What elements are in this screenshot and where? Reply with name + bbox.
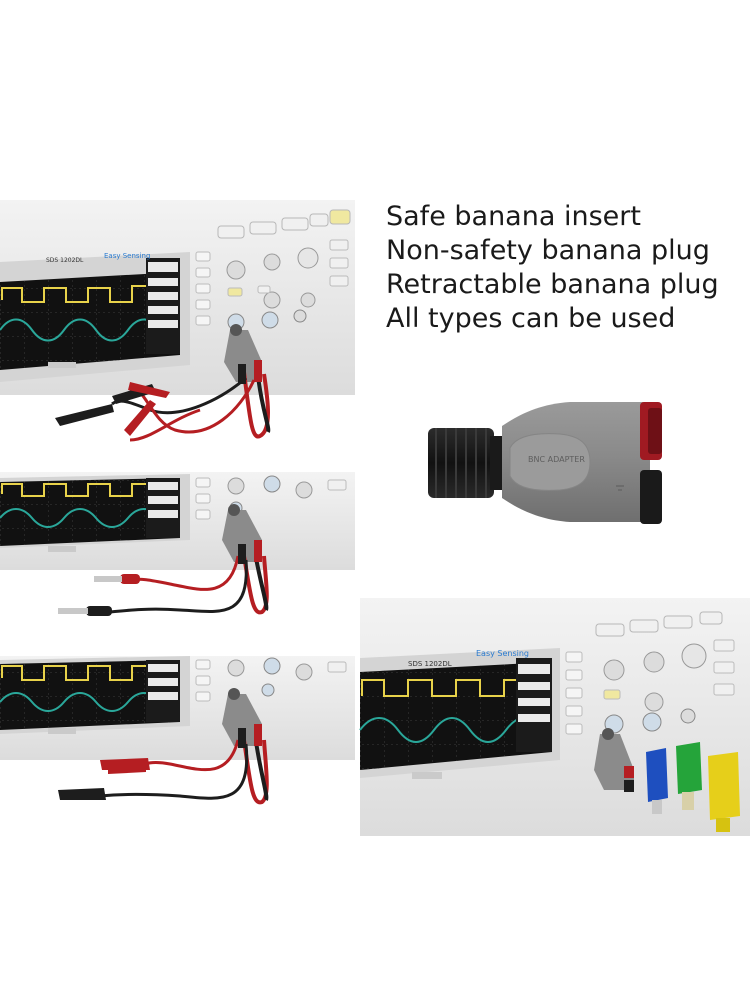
scope-model-label-1: SDS 1202DL [46,257,84,264]
scope-panel-4: SDS 1202DL Easy Sensing [359,598,750,836]
square-wave-1 [1,285,151,303]
red-banana-plug [120,574,140,584]
yellow-banana-plug [708,752,740,820]
scope-easy-label-1: Easy Sensing [104,252,150,260]
black-hook-clip [55,404,114,426]
blue-banana-plug [646,748,668,802]
red-alligator-clip [100,758,150,770]
feature-safe-banana-insert: Safe banana insert [386,201,641,232]
bnc-knob [428,428,494,498]
scope-panel-2 [0,472,355,616]
sine-wave-1 [0,318,161,342]
feature-list: Safe banana insert Non-safety banana plu… [386,200,719,336]
black-socket [640,470,662,524]
feature-all-types: All types can be used [386,303,676,334]
scope-panel-3 [0,656,355,805]
red-hook-clip [128,382,170,398]
bnc-banana-adapter: BNC ADAPTER [428,402,662,524]
scope-easy-label-4: Easy Sensing [476,649,529,658]
scope-panel-1: SDS 1202DL Easy Sensing [0,200,355,442]
green-banana-plug [676,742,702,794]
feature-retractable-banana-plug: Retractable banana plug [386,269,719,300]
scope-model-label-4: SDS 1202DL [408,660,452,668]
black-alligator-clip [58,788,106,800]
feature-non-safety-banana-plug: Non-safety banana plug [386,235,710,266]
black-banana-plug [86,606,112,616]
adapter-label: BNC ADAPTER [528,455,585,464]
